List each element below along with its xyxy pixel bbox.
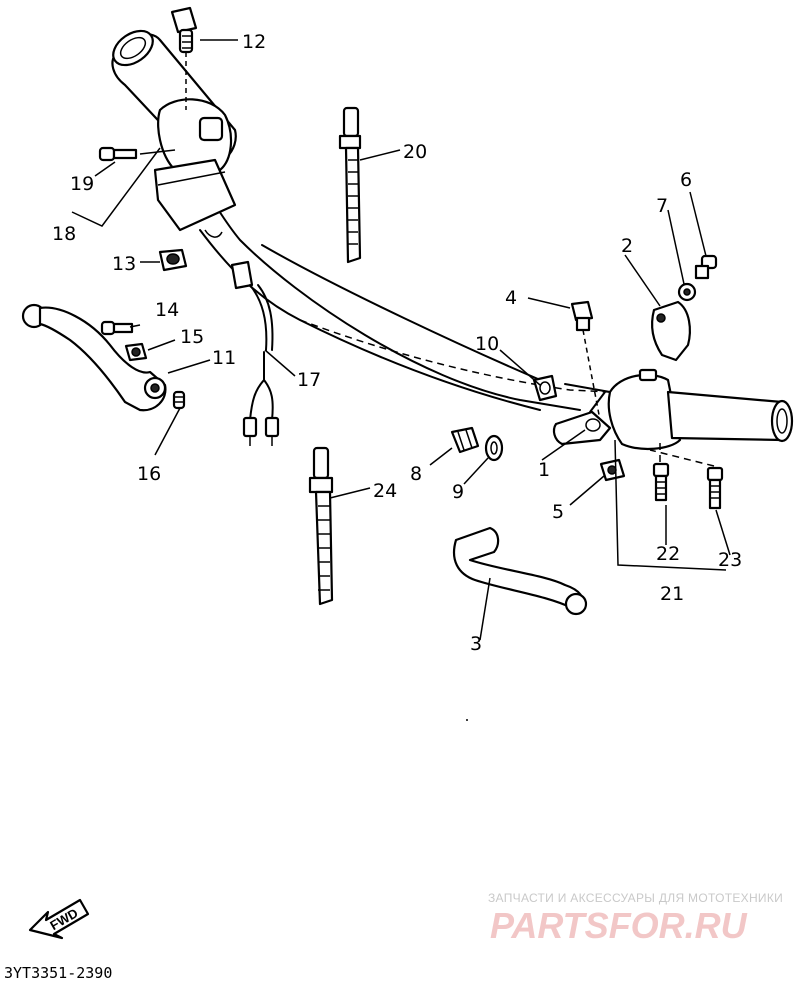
clamp-8 [450,426,480,454]
cable-17 [230,260,280,446]
left-lever-11 [21,303,167,412]
label-18: 18 [52,223,76,245]
label-17: 17 [297,369,321,391]
cable-tie-24 [308,446,334,606]
watermark: ЗАПЧАСТИ И АКСЕССУАРЫ ДЛЯ МОТОТЕХНИКИ PA… [488,891,783,946]
label-12: 12 [242,31,266,53]
screw-23 [649,449,724,510]
diagram-code: 3YT3351-2390 [4,964,112,982]
washer-9 [484,434,504,462]
left-switch-assembly [153,98,237,238]
watermark-brand: PARTSFOR.RU [490,905,748,946]
label-5: 5 [552,501,564,523]
label-9: 9 [452,481,464,503]
label-13: 13 [112,253,136,275]
label-16: 16 [137,463,161,485]
cable-tie-20 [338,106,362,264]
throttle-assembly-21 [564,368,794,450]
label-7: 7 [656,195,668,217]
forward-arrow: FWD [28,898,90,940]
nut-5 [599,458,626,482]
label-10: 10 [475,333,499,355]
part-labels: 12 19 18 13 14 15 11 16 20 17 24 10 4 2 … [52,31,742,655]
screw-6 [694,254,718,280]
label-19: 19 [70,173,94,195]
bolt-12 [170,6,198,110]
collar-10 [532,374,558,402]
label-2: 2 [621,235,633,257]
leader-lines [71,39,731,641]
screw-16 [172,390,186,410]
bolt-14 [100,320,134,336]
label-1: 1 [538,459,550,481]
speck [466,719,468,721]
label-14: 14 [155,299,179,321]
label-22: 22 [656,543,680,565]
label-6: 6 [680,169,692,191]
label-21: 21 [660,583,684,605]
label-11: 11 [212,347,236,369]
watermark-tagline: ЗАПЧАСТИ И АКСЕССУАРЫ ДЛЯ МОТОТЕХНИКИ [488,891,783,905]
lever-holder-1 [552,391,612,446]
screw-22 [652,440,670,502]
label-24: 24 [373,480,397,502]
bolt-4 [570,300,601,421]
washer-7 [677,282,697,302]
nut-13 [158,248,188,272]
label-3: 3 [470,633,482,655]
label-4: 4 [505,287,517,309]
nut-15 [124,342,148,362]
label-23: 23 [718,549,742,571]
label-8: 8 [410,463,422,485]
lever-3 [452,526,588,616]
label-15: 15 [180,326,204,348]
label-20: 20 [403,141,427,163]
holder-2 [651,300,691,362]
